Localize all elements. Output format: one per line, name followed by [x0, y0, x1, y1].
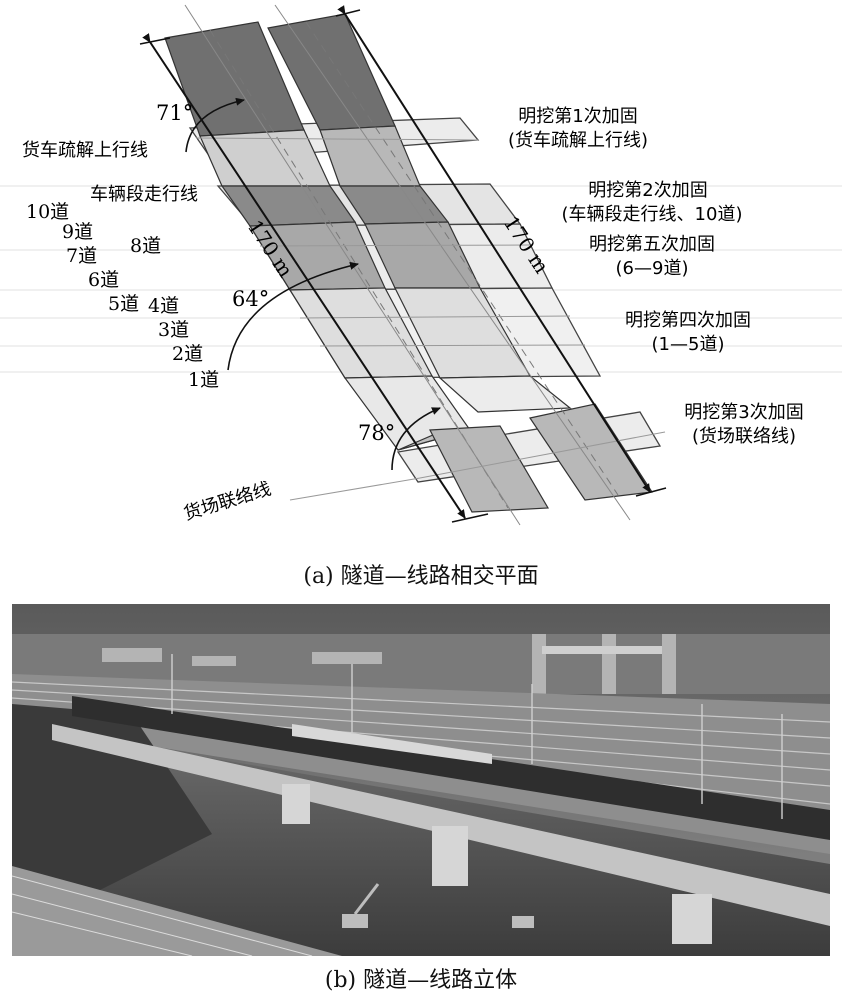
caption-b: (b) 隧道—线路立体 [324, 968, 518, 993]
tunnel-3d-photo [12, 604, 830, 956]
reinforcement-2-detail: (车辆段走行线、10道) [562, 204, 743, 225]
reinforcement-4-detail: (1—5道) [652, 334, 725, 355]
reinforcement-labels: 明挖第1次加固 (货车疏解上行线) 明挖第2次加固 (车辆段走行线、10道) 明… [508, 106, 804, 447]
catenary-masts [171, 654, 783, 819]
label-freight-up-line: 货车疏解上行线 [22, 140, 148, 161]
bridge-deck [52, 724, 830, 926]
reinforcement-5-detail: (6—9道) [616, 258, 689, 279]
reinforcement-3-title: 明挖第3次加固 [684, 402, 803, 423]
track-label-5: 5道 [108, 293, 139, 315]
label-depot-line: 车辆段走行线 [90, 184, 198, 205]
track-label-4: 4道 [148, 295, 179, 317]
angle-label-78: 78° [358, 421, 395, 445]
track-label-6: 6道 [88, 269, 119, 291]
reinforcement-1-title: 明挖第1次加固 [518, 106, 637, 127]
reinforcement-5-title: 明挖第五次加固 [589, 234, 715, 255]
track-label-7: 7道 [66, 245, 97, 267]
reinforcement-3-detail: (货场联络线) [692, 426, 796, 447]
track-label-2: 2道 [172, 343, 203, 365]
bridge-piers [282, 784, 712, 944]
angle-label-64: 64° [232, 287, 269, 311]
reinforcement-1-detail: (货车疏解上行线) [508, 130, 648, 151]
excavators [342, 883, 534, 928]
dimension-ticks [139, 9, 667, 523]
label-freight-yard-line: 货场联络线 [181, 478, 273, 524]
vegetation [12, 704, 212, 904]
angle-arcs [185, 97, 441, 471]
angle-label-71: 71° [156, 101, 193, 125]
track-labels: 10道 9道 8道 7道 6道 5道 4道 3道 2道 1道 [26, 201, 219, 391]
freight-train [72, 696, 830, 840]
track-label-9: 9道 [62, 221, 93, 243]
track-label-8: 8道 [130, 235, 161, 257]
track-label-1: 1道 [188, 369, 219, 391]
track-label-10: 10道 [26, 201, 69, 223]
tunnel-intersection-plan: 71° 64° 78° 170 m 170 m 货车疏解上行线 车辆段走行线 货… [0, 4, 842, 526]
excavation-ground [12, 724, 830, 956]
lower-track-lines [12, 875, 313, 956]
caption-a: (a) 隧道—线路相交平面 [303, 564, 539, 589]
reinforcement-2-title: 明挖第2次加固 [588, 180, 707, 201]
lower-tracks [12, 866, 342, 956]
track-label-3: 3道 [158, 319, 189, 341]
reinforcement-4-title: 明挖第四次加固 [625, 310, 751, 331]
distant-buildings [102, 634, 676, 694]
